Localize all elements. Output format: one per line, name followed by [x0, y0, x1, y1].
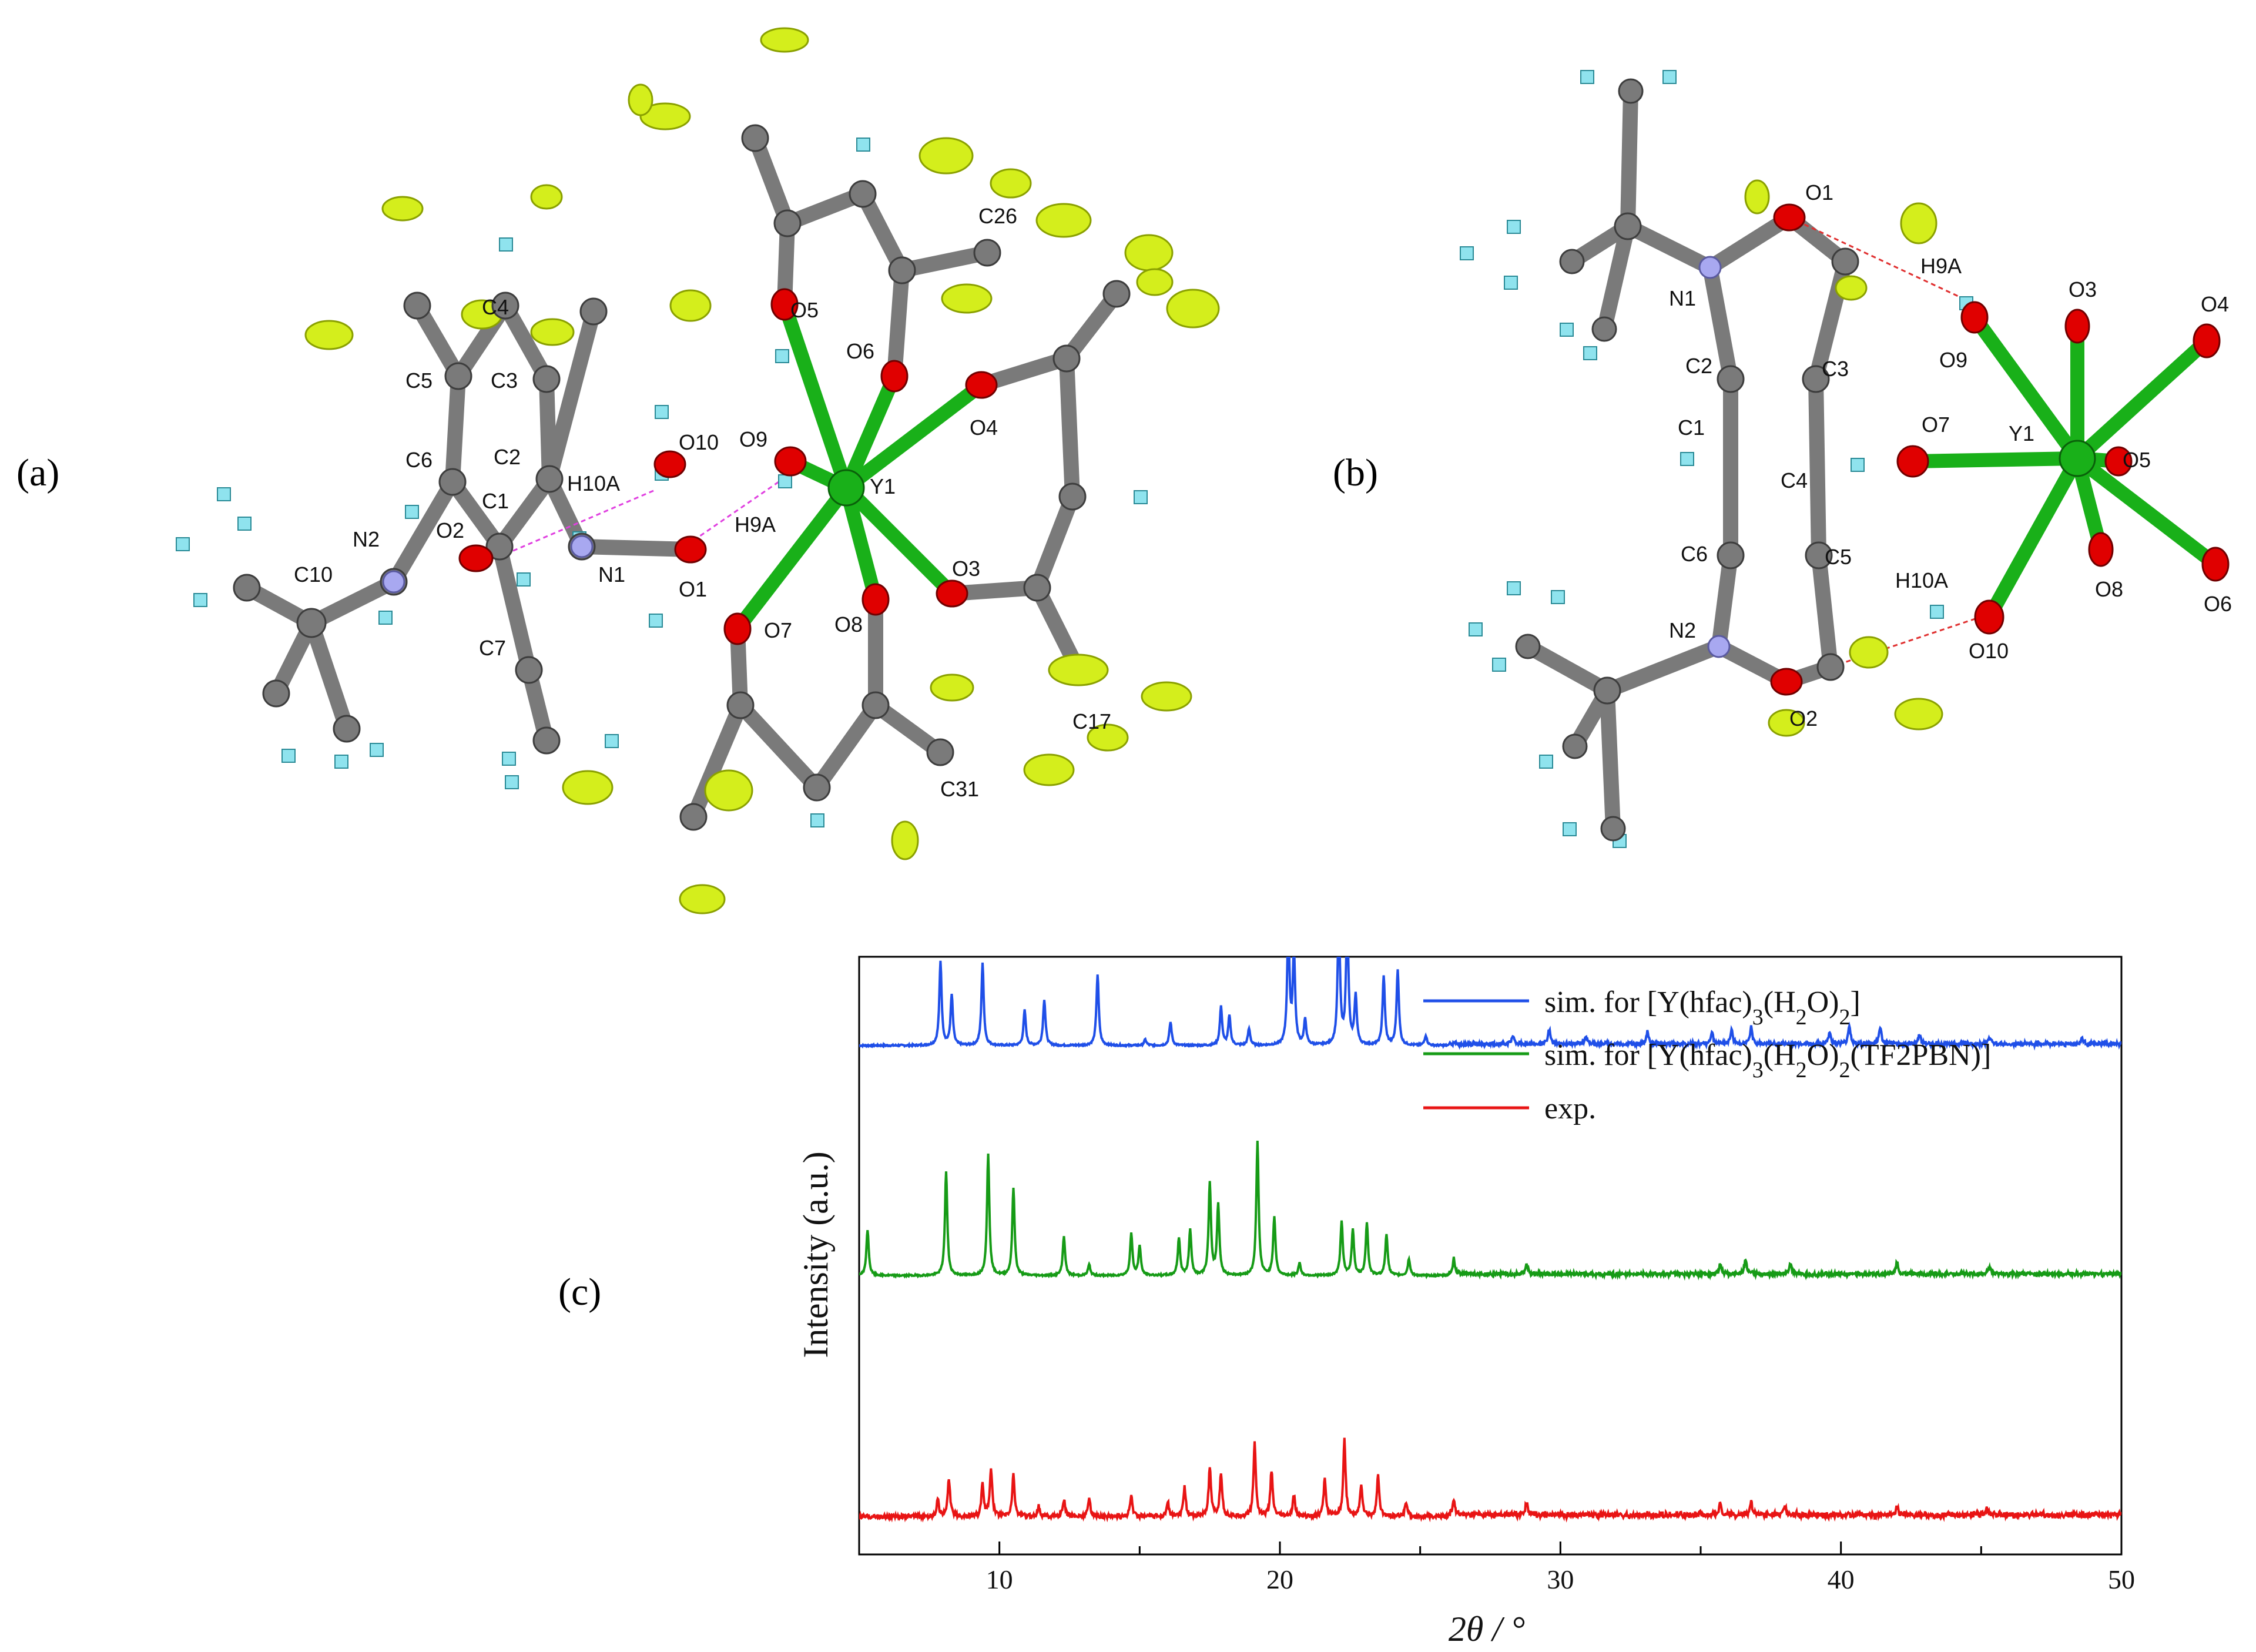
- atom-label-b: Y1: [2009, 421, 2034, 445]
- carbon-atoms: [233, 124, 1131, 831]
- yttrium-atom-a: [827, 469, 865, 507]
- atom-label-b: H9A: [1920, 254, 1962, 278]
- atom-label-a: O8: [834, 612, 863, 636]
- atom-label-a: O3: [952, 557, 980, 581]
- atom-label-b: C3: [1822, 357, 1849, 381]
- atom-label-a: O1: [679, 577, 707, 601]
- legend: sim. for [Y(hfac)3(H2O)2] sim. for [Y(hf…: [1423, 986, 1991, 1125]
- atom-label-b: C5: [1825, 545, 1852, 569]
- series-line-0: [859, 957, 2121, 1051]
- atom-label-a: C6: [405, 448, 433, 472]
- fluorine-atoms: [304, 27, 1220, 914]
- atom-label-a: N1: [598, 562, 625, 587]
- atom-label-b: O1: [1805, 180, 1833, 205]
- panel-a-structure: C4 C5 C3 C6 C2 C1 O10 O9 H10A N2 O2 N1 O…: [176, 27, 1220, 914]
- atom-label-a: C1: [482, 489, 509, 513]
- atom-label-a: H10A: [567, 471, 620, 495]
- panel-b-structure: O1 N1 H9A C2 C3 O9 O3 O4 C1 O7 Y1 O5 C4 …: [1460, 70, 2232, 848]
- hydrogen-bond-lines: [502, 481, 779, 557]
- atom-label-b: O3: [2069, 277, 2097, 301]
- series-line-2: [859, 1437, 2121, 1523]
- x-tick-label: 10: [986, 1564, 1013, 1594]
- x-axis-title: 2θ / °: [1449, 1610, 1525, 1648]
- atom-label-a: N2: [353, 527, 380, 551]
- atom-label-a: C5: [405, 368, 433, 393]
- series-line-1: [859, 1141, 2121, 1281]
- atom-label-a: O7: [764, 618, 792, 642]
- x-axis-ticks: 10 20 30 40 50: [858, 1542, 2135, 1594]
- atom-label-b: O10: [1969, 639, 2009, 663]
- panel-label-c: (c): [558, 1271, 601, 1313]
- atom-label-b: C6: [1681, 542, 1708, 566]
- atom-label-b: O6: [2204, 592, 2232, 616]
- atom-label-b: O9: [1939, 348, 1967, 372]
- atom-label-b: H10A: [1895, 568, 1948, 592]
- atom-label-a: C4: [482, 295, 509, 319]
- legend-label-1: sim. for [Y(hfac)3(H2O)2(TF2PBN)]: [1544, 1038, 1991, 1083]
- y-axis-title: Intensity (a.u.): [796, 1151, 835, 1358]
- atom-label-a: C10: [294, 562, 333, 587]
- series-lines: [859, 957, 2121, 1523]
- atom-label-b: O4: [2201, 292, 2229, 316]
- atom-label-b: N2: [1669, 618, 1696, 642]
- atom-label-b: N1: [1669, 286, 1696, 310]
- atom-label-a: C26: [978, 204, 1017, 228]
- atom-label-a: O5: [790, 298, 819, 322]
- panel-c-chart: 10 20 30 40 50 sim. for [Y(hfac)3(H2O)2] sim…: [796, 956, 2135, 1648]
- atom-label-a: Y1: [870, 474, 896, 498]
- oxygen-atoms-b: [1770, 203, 2230, 696]
- atom-label-a: C2: [494, 445, 521, 469]
- yttrium-bonds: [730, 297, 988, 636]
- oxygen-atoms: [458, 288, 998, 645]
- atom-label-b: C1: [1678, 415, 1705, 440]
- atom-label-b: O5: [2123, 448, 2151, 472]
- atom-label-b: C2: [1685, 354, 1712, 378]
- fluorine-atoms-b: [1744, 179, 1943, 737]
- panel-label-a: (a): [16, 451, 59, 494]
- legend-label-2: exp.: [1544, 1092, 1596, 1125]
- atom-label-a: C3: [491, 368, 518, 393]
- atom-label-b: O7: [1922, 413, 1950, 437]
- atom-label-a: O4: [970, 415, 998, 440]
- atom-label-a: H9A: [735, 512, 776, 537]
- x-tick-label: 40: [1828, 1564, 1855, 1594]
- plot-frame: [858, 956, 2123, 1556]
- atom-label-a: O6: [846, 339, 874, 363]
- atom-label-a: O9: [739, 427, 767, 451]
- hydrogen-atoms: [176, 138, 1148, 827]
- x-tick-label: 20: [1266, 1564, 1293, 1594]
- carbon-atoms-b: [1515, 78, 1859, 842]
- x-tick-label: 30: [1547, 1564, 1574, 1594]
- atom-label-b: O2: [1789, 706, 1818, 731]
- atom-label-a: C31: [940, 777, 979, 801]
- panel-label-b: (b): [1333, 451, 1378, 494]
- x-tick-label: 50: [2108, 1564, 2135, 1594]
- hydrogen-atoms-b: [1460, 70, 1973, 848]
- atom-label-a: O10: [679, 430, 719, 454]
- atom-label-b: O8: [2095, 577, 2123, 601]
- nitrogen-atoms: [382, 535, 594, 594]
- legend-label-0: sim. for [Y(hfac)3(H2O)2]: [1544, 986, 1861, 1030]
- atom-label-a: O2: [436, 518, 464, 542]
- nitrogen-atoms-b: [1698, 256, 1731, 658]
- atom-label-b: C4: [1781, 468, 1808, 492]
- atom-label-a: C17: [1072, 709, 1111, 733]
- atom-label-a: C7: [479, 636, 506, 660]
- yttrium-atom-b: [2059, 440, 2096, 477]
